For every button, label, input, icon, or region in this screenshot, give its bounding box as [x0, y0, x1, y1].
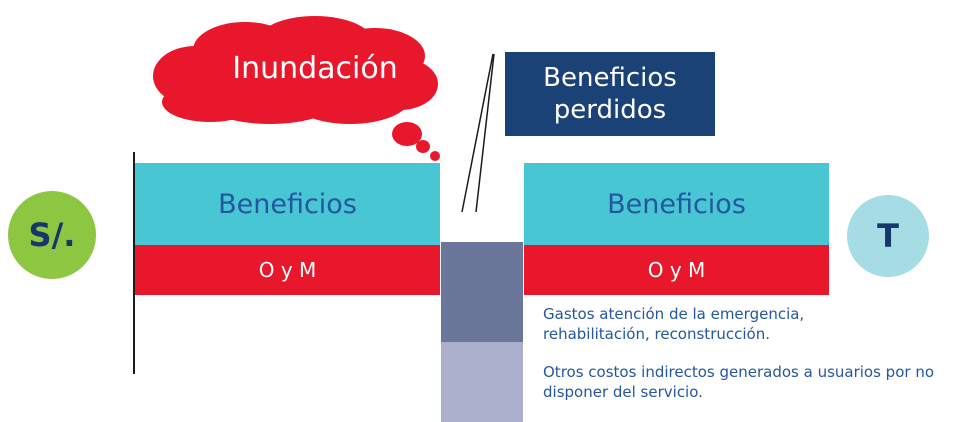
cloud-dot-small [430, 151, 440, 161]
cloud-label: Inundación [232, 50, 398, 86]
flood-cloud [153, 16, 438, 124]
om-bar-before: O y M [135, 245, 440, 295]
emergency-costs-note: Gastos atención de la emergencia, rehabi… [543, 305, 805, 343]
lost-benefits-box: Beneficios perdidos [505, 52, 715, 136]
benefits-bar-before: Beneficios [135, 163, 440, 245]
emergency-costs-block [441, 242, 523, 342]
benefits-bar-after: Beneficios [524, 163, 829, 245]
lost-benefits-line2: perdidos [553, 95, 667, 125]
lost-benefits-line1: Beneficios [543, 63, 677, 93]
time-circle: T [847, 195, 929, 277]
indirect-costs-note: Otros costos indirectos generados a usua… [543, 363, 935, 401]
om-bar-after: O y M [524, 245, 829, 295]
lost-benefits-callout-lines [461, 53, 495, 213]
indirect-costs-block [441, 342, 523, 422]
cloud-dot-medium [416, 140, 430, 153]
vertical-axis [133, 152, 135, 374]
currency-circle: S/. [8, 191, 96, 279]
